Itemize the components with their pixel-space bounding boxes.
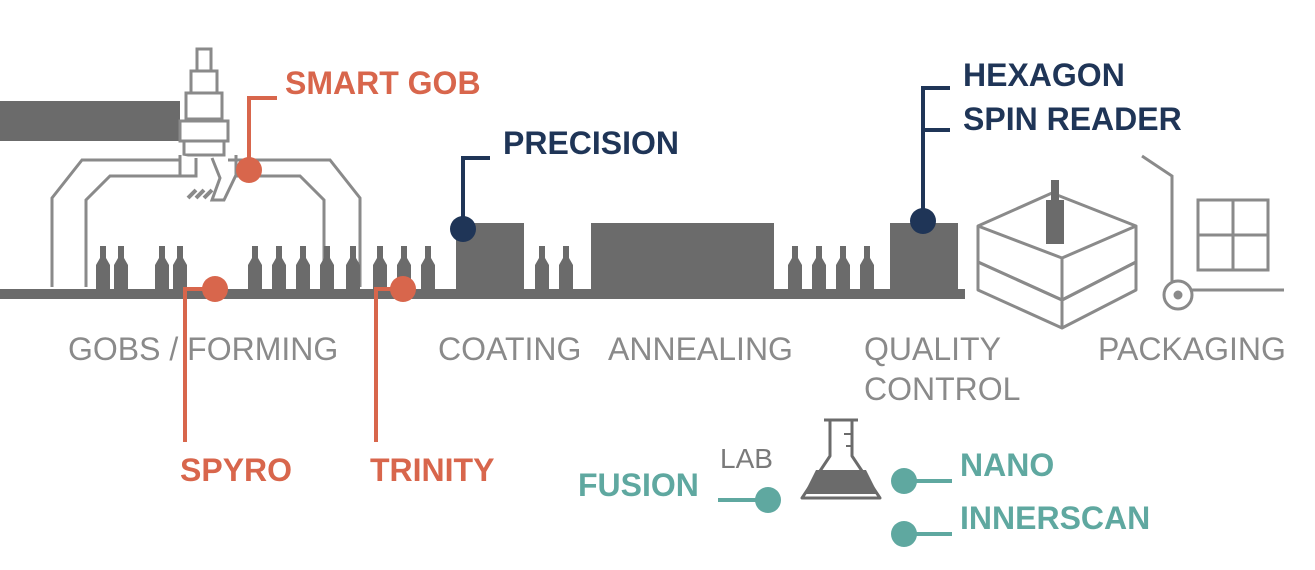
bottle-icon [173, 246, 187, 289]
bottle-icon [812, 246, 826, 289]
callout-dot-precision [450, 216, 476, 242]
robot-gripper-icon [178, 47, 238, 202]
callout-label-smart-gob: SMART GOB [285, 65, 481, 101]
callout-label-hexagon: HEXAGON [963, 57, 1125, 93]
callout-line-trinity [374, 287, 403, 442]
callout-line-hexagon [921, 86, 950, 221]
callout-label-spyro: SPYRO [180, 452, 292, 488]
feeder-arm [0, 101, 180, 141]
bottle-icon [155, 246, 169, 289]
flask-icon [800, 418, 882, 500]
conveyor-belt [0, 289, 965, 299]
stage-label-packaging: PACKAGING [1098, 331, 1286, 367]
bottle-icon [296, 246, 310, 289]
bottle-icon [96, 246, 110, 289]
callout-line-smart-gob [247, 96, 277, 170]
bottle-icon [114, 246, 128, 289]
box-bottle [1046, 200, 1064, 244]
stage-label-control: CONTROL [864, 371, 1020, 407]
callout-label-trinity: TRINITY [370, 452, 494, 488]
callout-label-spin-reader: SPIN READER [963, 101, 1182, 137]
bottle-icon [248, 246, 262, 289]
bottle-icon [860, 246, 874, 289]
callout-dot-trinity [390, 276, 416, 302]
annealing-lehr [591, 223, 774, 289]
bottle-icon [535, 246, 549, 289]
callout-dot-hexagon [910, 208, 936, 234]
callout-label-innerscan: INNERSCAN [960, 500, 1150, 536]
quality-control-machine [890, 223, 958, 289]
bottle-icon [320, 246, 334, 289]
callout-dot-fusion [755, 487, 781, 513]
open-box-icon [976, 180, 1138, 330]
callout-dot-innerscan [891, 521, 917, 547]
bottle-icon [559, 246, 573, 289]
bottle-icon [421, 246, 435, 289]
stage-label-coating: COATING [438, 331, 581, 367]
callout-dot-spyro [202, 276, 228, 302]
callout-dot-smart-gob [236, 157, 262, 183]
bottle-icon [836, 246, 850, 289]
forming-frame-inner [84, 174, 326, 287]
stage-label-quality: QUALITY [864, 331, 1001, 367]
forming-machine [0, 47, 362, 287]
stage-label-annealing: ANNEALING [608, 331, 793, 367]
callout-label-precision: PRECISION [503, 125, 679, 161]
forming-frame-outer [50, 158, 362, 287]
bottle-icon [373, 246, 387, 289]
bottle-icon [272, 246, 286, 289]
callout-line-precision [461, 156, 490, 229]
callout-dot-nano [891, 468, 917, 494]
bottle-icon [788, 246, 802, 289]
callout-label-nano: NANO [960, 447, 1054, 483]
callout-label-fusion: FUSION [578, 467, 699, 503]
stage-label-gobs-forming: GOBS / FORMING [68, 331, 338, 367]
lab-label: LAB [720, 443, 773, 474]
hand-trolley-icon [1141, 154, 1284, 311]
bottle-icon [346, 246, 360, 289]
